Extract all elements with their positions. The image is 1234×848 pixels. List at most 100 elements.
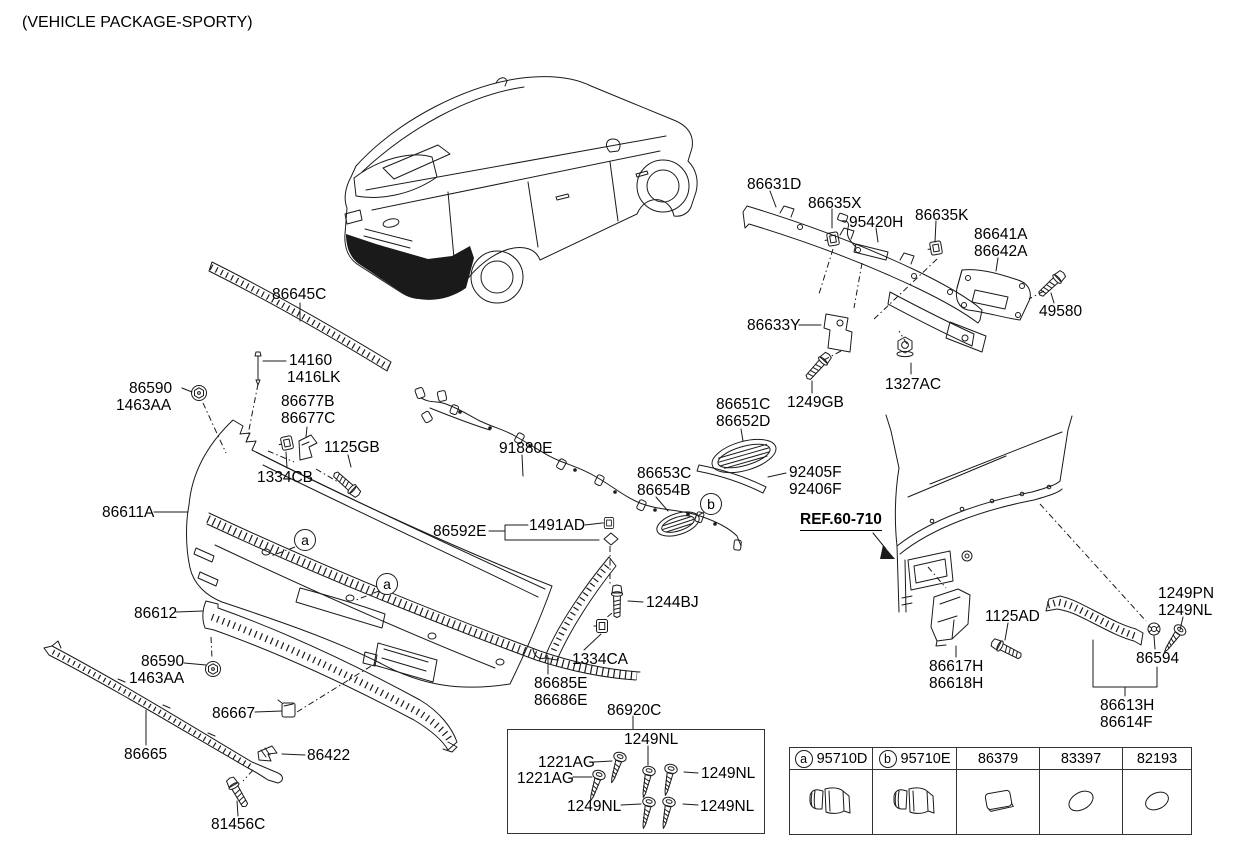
leader-lines <box>145 190 1184 817</box>
clip-86422-drawing <box>257 745 278 762</box>
part-label-86641A: 86641A <box>974 226 1028 243</box>
cover-clip-86667-drawing <box>277 699 296 718</box>
part-label-1244BJ: 1244BJ <box>646 594 699 611</box>
table-header-82193: 82193 <box>1123 748 1191 769</box>
pad-86592E <box>603 532 619 546</box>
bolt-1244BJ <box>610 584 624 618</box>
side-rail-bracket-drawing <box>1045 595 1144 646</box>
part-label-1249GB: 1249GB <box>787 394 844 411</box>
part-label-86651C: 86651C <box>716 396 771 413</box>
holder-clip-86635X <box>823 231 841 248</box>
bumper-lower-lip-strip-drawing <box>202 600 458 753</box>
clip-1334CA <box>593 619 608 633</box>
rear-bumper-lower-garnish-drawing <box>43 640 283 784</box>
part-label-1221AG-1: 1221AG <box>538 754 595 771</box>
table-cell-sensor-a <box>790 770 873 834</box>
part-label-1249NL-box-top: 1249NL <box>624 731 679 748</box>
part-label-1249NL-box-right: 1249NL <box>701 765 756 782</box>
table-cell-sensor-b <box>873 770 957 834</box>
table-part-number: 86379 <box>977 750 1019 767</box>
part-label-91880E: 91880E <box>499 440 553 457</box>
table-header-row: a 95710D b 95710E 86379 83397 82193 <box>790 748 1191 770</box>
part-label-1249NL-right: 1249NL <box>1158 602 1213 619</box>
quarter-panel-drawing <box>885 414 1073 613</box>
part-label-1125AD: 1125AD <box>985 608 1040 625</box>
callout-a-header: a <box>794 749 813 768</box>
ref-60-710-label: REF.60-710 <box>800 511 882 531</box>
bolt-1249GB <box>802 350 834 383</box>
part-label-86654B: 86654B <box>637 482 691 499</box>
oval-plug-icon <box>1068 790 1094 812</box>
callout-b-header: b <box>878 749 897 768</box>
table-cell-oval-1 <box>1040 770 1123 834</box>
part-label-1334CA: 1334CA <box>572 651 629 668</box>
oval-plug-icon <box>1145 791 1169 811</box>
part-label-86618H: 86618H <box>929 675 984 692</box>
bumper-side-moulding-drawing <box>532 556 617 661</box>
table-header-95710E: b 95710E <box>873 748 957 769</box>
part-label-86665: 86665 <box>124 746 168 763</box>
part-label-49580: 49580 <box>1039 303 1083 320</box>
bolt-86590-lower <box>205 661 221 677</box>
table-icon-row <box>790 770 1191 834</box>
part-label-86635X: 86635X <box>808 195 862 212</box>
beam-side-bracket-drawing <box>823 313 853 353</box>
table-part-number: 95710D <box>816 750 868 767</box>
nut-86594 <box>1147 622 1161 636</box>
temp-sensor-drawing <box>837 212 889 261</box>
part-label-1249PN: 1249PN <box>1158 585 1215 602</box>
assembly-alignment-lines <box>202 248 1147 782</box>
part-label-1463AA-upper: 1463AA <box>116 397 172 414</box>
part-label-86614F: 86614F <box>1100 714 1153 731</box>
part-label-1416LK: 1416LK <box>287 369 341 386</box>
table-part-number: 95710E <box>900 750 951 767</box>
part-label-86635K: 86635K <box>915 207 969 224</box>
garnish-moulding-strip-drawing <box>696 464 767 494</box>
table-header-86379: 86379 <box>957 748 1040 769</box>
bolt-1125AD <box>988 636 1024 663</box>
fastener-reference-table: a 95710D b 95710E 86379 83397 82193 <box>789 747 1192 835</box>
bolt-86590-upper <box>191 385 207 401</box>
part-label-86611A: 86611A <box>102 504 155 521</box>
part-label-86594: 86594 <box>1136 650 1180 667</box>
callout-b-1: b <box>700 493 722 515</box>
part-label-81456C: 81456C <box>211 816 266 833</box>
part-label-86613H: 86613H <box>1100 697 1155 714</box>
part-label-1491AD: 1491AD <box>529 517 586 534</box>
part-label-1334CB: 1334CB <box>257 469 314 486</box>
part-label-92405F: 92405F <box>789 464 842 481</box>
part-label-86422: 86422 <box>307 747 351 764</box>
part-label-1125GB: 1125GB <box>324 439 380 456</box>
part-label-14160: 14160 <box>289 352 333 369</box>
part-label-86645C: 86645C <box>272 286 327 303</box>
part-label-95420H: 95420H <box>849 214 904 231</box>
back-beam-cover-strip-drawing <box>208 261 392 372</box>
parking-sensor-icon <box>809 787 851 814</box>
beam-end-bracket-drawing <box>955 269 1031 321</box>
side-support-bracket-drawing <box>930 588 971 647</box>
lower-grille-garnish-drawing <box>656 511 700 537</box>
part-label-86677B: 86677B <box>281 393 335 410</box>
part-label-86592E: 86592E <box>433 523 487 540</box>
part-label-86653C: 86653C <box>637 465 692 482</box>
part-label-86686E: 86686E <box>534 692 588 709</box>
table-header-95710D: a 95710D <box>790 748 873 769</box>
wiring-harness-drawing <box>414 386 742 551</box>
upper-grille-garnish-drawing <box>711 438 777 474</box>
part-label-86590-upper: 86590 <box>129 380 173 397</box>
clip-1491AD <box>601 517 615 529</box>
part-label-86631D: 86631D <box>747 176 802 193</box>
part-label-1327AC: 1327AC <box>885 376 942 393</box>
part-label-86612: 86612 <box>134 605 178 622</box>
table-header-83397: 83397 <box>1040 748 1123 769</box>
ref-arrow <box>872 532 895 559</box>
part-label-1249NL-box-bl: 1249NL <box>567 798 622 815</box>
part-label-86590-lower: 86590 <box>141 653 185 670</box>
rear-bumper-cover-drawing <box>186 419 641 688</box>
rear-beam-assembly-drawing <box>742 205 987 353</box>
part-label-1221AG-2: 1221AG <box>517 770 574 787</box>
part-label-86633Y: 86633Y <box>747 317 801 334</box>
page-title: (VEHICLE PACKAGE-SPORTY) <box>22 14 253 31</box>
table-cell-cap <box>957 770 1040 834</box>
